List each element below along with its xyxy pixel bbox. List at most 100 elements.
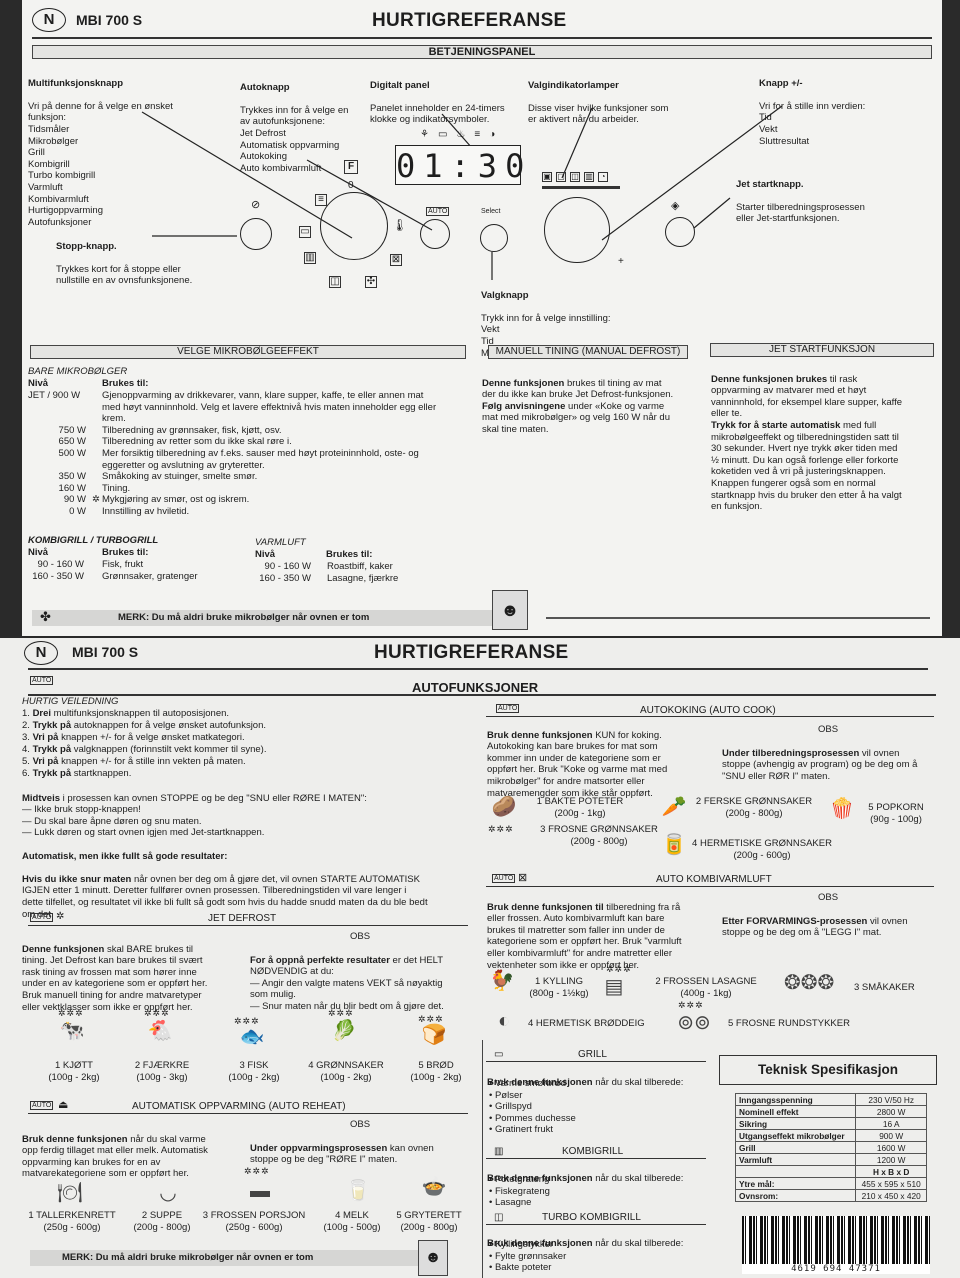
auto-tag: AUTO <box>496 704 520 713</box>
category-range: (90g - 100g) <box>870 813 922 825</box>
freezer-stars-icon: ✲✲✲ <box>328 1008 354 1018</box>
obs-label: OBS <box>350 1119 371 1130</box>
body-text: under «Koke og varme mat med mikrobølger… <box>482 400 670 435</box>
category-range: (200g - 800g) <box>400 1221 458 1233</box>
reheat-text: Bruk denne funksjonen når du skal varme … <box>22 1122 232 1180</box>
body-text: er det HELT NØDVENDIG at du: — Angir den… <box>250 954 444 1012</box>
freezer-stars-icon: ✲✲✲ <box>678 1000 704 1010</box>
list-item: • Pølser <box>489 1089 523 1101</box>
auto-tag: AUTO <box>30 913 54 922</box>
category-label: 4 HERMETISK BRØDDEIG <box>528 1018 668 1030</box>
category-name: 5 BRØD <box>418 1060 454 1071</box>
defrost-star-icon: ✲ <box>92 494 100 506</box>
category-name: 4 HERMETISKE GRØNNSAKER <box>692 838 832 849</box>
auto-tag: AUTO <box>30 676 54 685</box>
food-icon: ▤ <box>604 976 624 998</box>
spec-value: 1200 W <box>855 1153 927 1166</box>
digital-display: 01:30 <box>395 145 533 185</box>
power-use: Tining. <box>102 482 131 494</box>
select-button[interactable] <box>480 224 508 252</box>
category-range: (100g - 2kg) <box>410 1071 462 1083</box>
body-text: vil ovnen stoppe (avhengig av program) o… <box>722 747 918 782</box>
step-text: knappen +/- for å stille inn vekten på m… <box>58 755 246 767</box>
model-name: MBI 700 S <box>76 12 143 28</box>
category-name: 4 GRØNNSAKER <box>308 1060 384 1071</box>
body-text: kan ovnen stoppe og be deg "RØRE I" mate… <box>250 1142 434 1166</box>
category-label: 3 FISK(100g - 2kg) <box>212 1060 296 1083</box>
category-label: 1 KJØTT(100g - 2kg) <box>32 1060 116 1083</box>
section-rule <box>486 716 934 717</box>
auto-cook-text: Bruk denne funksjonen KUN for koking. Au… <box>487 718 707 799</box>
quick-reference-sheet-1: N MBI 700 S HURTIGREFERANSE BETJENINGSPA… <box>22 0 942 636</box>
stop-button[interactable] <box>240 218 272 250</box>
power-use: Gjenoppvarming av drikkevarer, vann, kla… <box>102 390 437 425</box>
microwave-only-heading: BARE MIKROBØLGER <box>28 366 128 377</box>
footer-bar <box>32 610 492 626</box>
body-text: når du skal varme opp ferdig tillaget ma… <box>22 1133 208 1180</box>
spec-row: H x B x D <box>734 1165 927 1178</box>
indicator-lamp: ▣ <box>542 172 552 182</box>
combi-grill-intro: Bruk denne funksjonen når du skal tilber… <box>487 1161 709 1184</box>
combi-grill-heading: KOMBIGRILL / TURBOGRILL <box>28 535 159 546</box>
model-name: MBI 700 S <box>72 644 139 660</box>
grill-symbol-icon: ≡ <box>315 194 327 206</box>
power-level: 90 W <box>63 494 86 506</box>
power-use: Småkoking av stuinger, smelte smør. <box>102 471 258 483</box>
list-item: • Fiskegrateng <box>489 1185 550 1197</box>
list-item: • Kyllingstykker <box>489 1239 554 1250</box>
callout-heading: Valgknapp <box>481 289 529 301</box>
bold-lead: Etter FORVARMINGS-prosessen <box>722 915 868 927</box>
bold-lead: Denne funksjonen <box>22 943 105 955</box>
indicator-lamp: ◔ <box>598 172 608 182</box>
list-item: • Potetgrateng <box>489 1174 550 1185</box>
power-level: 160 W <box>58 482 86 494</box>
section-header-jet-start: JET STARTFUNKSJON <box>710 343 934 357</box>
body-text: til rask oppvarming av matvarer med et h… <box>711 373 902 420</box>
auto-combi-fan-obs: Etter FORVARMINGS-prosessen vil ovnen st… <box>722 904 942 939</box>
category-name: 1 KYLLING <box>534 976 584 987</box>
food-icon: ◐ <box>497 1010 511 1032</box>
spec-key <box>734 1165 857 1178</box>
spec-value: 1600 W <box>855 1141 927 1154</box>
list-item: • Varme smørbrød <box>489 1078 567 1089</box>
category-label: 4 GRØNNSAKER(100g - 2kg) <box>296 1060 396 1083</box>
use-cell: Roastbiff, kaker <box>327 561 393 572</box>
jet-start-button[interactable] <box>665 217 695 247</box>
col-level: Nivå <box>28 378 49 389</box>
callout-heading: Knapp +/- <box>759 77 803 89</box>
power-level: JET / 900 W <box>28 390 81 401</box>
category-range: (200g - 1kg) <box>554 807 606 819</box>
body-text: når ovnen ber deg om å gjøre det, vil ov… <box>22 873 428 920</box>
plus-minus-knob[interactable] <box>544 197 610 263</box>
food-icon: 🥕 <box>661 796 687 818</box>
category-name: 3 FROSSEN PORSJON <box>202 1210 306 1221</box>
multifunction-knob[interactable] <box>320 192 388 260</box>
category-name: 2 FERSKE GRØNNSAKER <box>695 796 813 807</box>
category-label: 5 GRYTERETT(200g - 800g) <box>382 1210 476 1233</box>
category-range: (100g - 2kg) <box>48 1071 100 1083</box>
category-range: (250g - 600g) <box>225 1221 283 1233</box>
turbo-grill-icon: ◫ <box>329 276 341 288</box>
combi-grill-icon: ▥ <box>494 1146 504 1157</box>
category-name: 5 GRYTERETT <box>396 1210 462 1221</box>
callout-autoknapp: Autoknapp Trykkes inn for å velge en av … <box>240 70 380 186</box>
callout-text: Trykkes inn for å velge en av autofunksj… <box>240 104 349 174</box>
category-label: 2 FJÆRKRE(100g - 3kg) <box>120 1060 204 1083</box>
body-text: KUN for koking. Autokoking kan bare bruk… <box>487 729 668 799</box>
step-number: 1. <box>22 708 33 719</box>
section-title-auto-combi-fan: AUTO KOMBIVARMLUFT <box>656 874 772 885</box>
freezer-stars-icon: ✲✲✲ <box>244 1166 270 1176</box>
freezer-stars-icon: ✲✲✲ <box>488 824 514 834</box>
level-cell: 90 - 160 W <box>264 561 311 572</box>
callout-text: Vri på denne for å velge en ønsket funks… <box>28 100 173 228</box>
title-rule <box>28 668 928 670</box>
auto-button[interactable] <box>420 219 450 249</box>
section-title-turbo-grill: TURBO KOMBIGRILL <box>542 1212 641 1223</box>
category-name: 3 SMÅKAKER <box>854 982 915 993</box>
list-item: • Lasagne <box>489 1197 532 1209</box>
guide-step: 2. Trykk på autoknappen for å velge ønsk… <box>22 720 266 732</box>
spec-value: H x B x D <box>855 1165 927 1178</box>
